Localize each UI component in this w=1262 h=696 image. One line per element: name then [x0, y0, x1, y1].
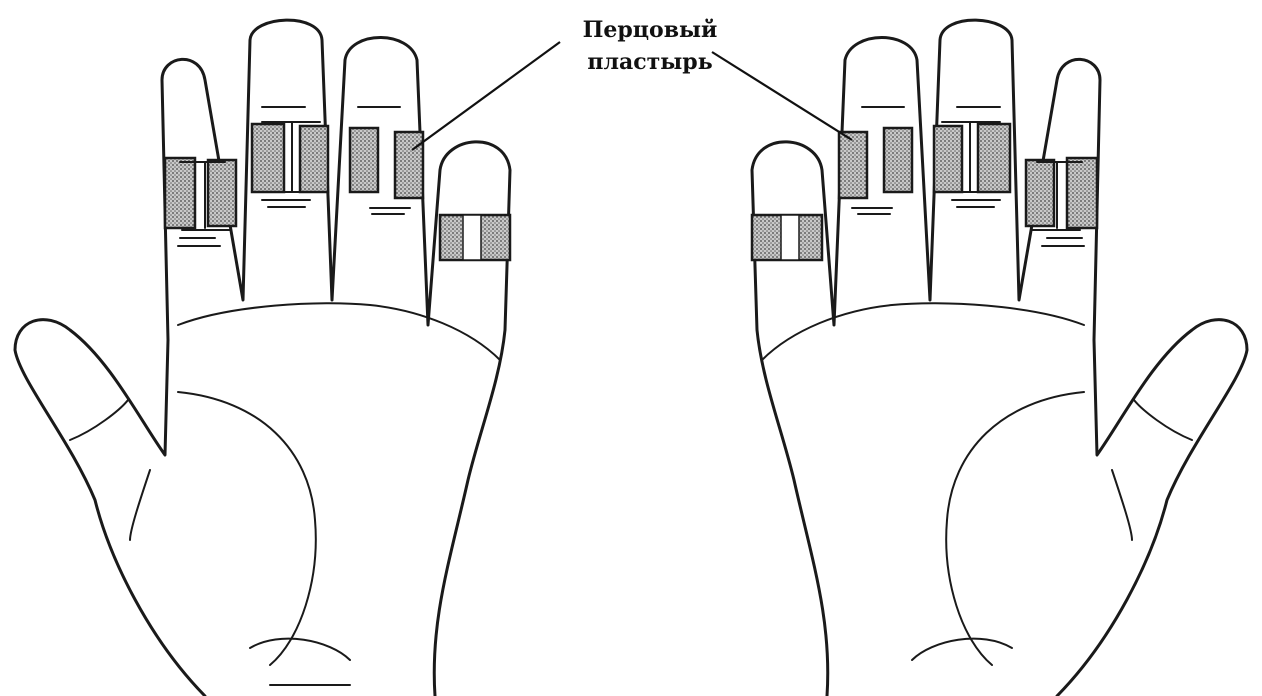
- left-middle-plaster-a: [252, 124, 284, 192]
- right-thumb-crease: [1134, 400, 1192, 440]
- left-ring-plaster-b: [395, 132, 423, 198]
- left-hand: [15, 20, 510, 696]
- left-leader-line: [412, 42, 560, 150]
- left-ring-plaster-a: [350, 128, 378, 192]
- right-ring-plaster-b: [839, 132, 867, 198]
- right-thenar-line: [946, 392, 1084, 665]
- left-index-plaster-a: [165, 158, 195, 228]
- plaster-label: Перцовый пластырь: [540, 14, 760, 78]
- left-thenar-line: [178, 392, 316, 665]
- right-middle-plaster-b: [934, 126, 962, 192]
- plaster-label-line1: Перцовый: [540, 14, 760, 46]
- left-index-plaster-b: [208, 160, 236, 226]
- right-ring-plaster-a: [884, 128, 912, 192]
- right-palm-crease-top: [762, 303, 1084, 360]
- right-middle-plaster-a: [978, 124, 1010, 192]
- left-thumb-crease: [70, 400, 128, 440]
- right-wrist-crease: [912, 639, 1012, 660]
- left-palm-crease-top: [178, 303, 500, 360]
- right-thumb-base: [1112, 470, 1132, 540]
- left-wrist-crease: [250, 639, 350, 660]
- right-hand: [752, 20, 1247, 696]
- right-index-plaster-b: [1026, 160, 1054, 226]
- left-middle-plaster-b: [300, 126, 328, 192]
- right-index-plaster-a: [1067, 158, 1097, 228]
- left-thumb-base: [130, 470, 150, 540]
- plaster-label-line2: пластырь: [540, 46, 760, 78]
